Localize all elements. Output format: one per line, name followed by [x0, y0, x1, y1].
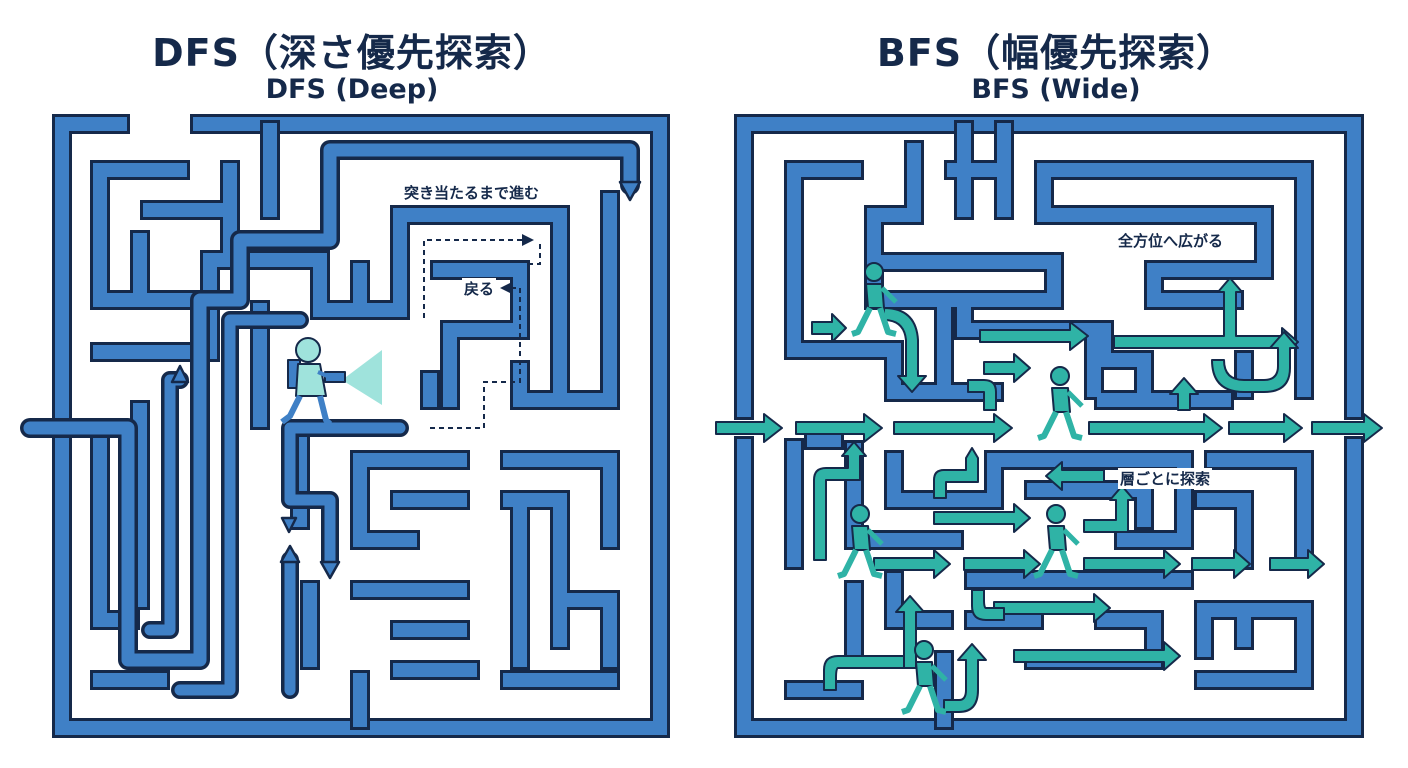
dfs-outer-walls: [52, 114, 670, 738]
dfs-arrow-up-bottom: [279, 544, 301, 564]
bfs-maze: [715, 114, 1383, 738]
bfs-annotation-spread: 全方位へ広がる: [1116, 230, 1226, 251]
dfs-backtrack-dashed: [423, 234, 541, 429]
dfs-arrowheads: [170, 180, 642, 580]
dfs-annotation-advance: 突き当たるまで進む: [402, 182, 542, 203]
dfs-inner-walls: [90, 120, 620, 730]
dfs-snake-paths: [20, 140, 640, 699]
dfs-annotation-back: 戻る: [462, 278, 497, 299]
dfs-arrow-down-middle: [319, 560, 341, 580]
bfs-title: BFS（幅優先探索）: [876, 31, 1236, 75]
dfs-arrow-up-left: [170, 364, 190, 384]
dfs-maze: [20, 114, 670, 738]
bfs-annotation-layer: 層ごとに探索: [1118, 468, 1213, 489]
bfs-panel: BFS（幅優先探索） BFS (Wide): [704, 0, 1408, 768]
bfs-outer-walls: [734, 114, 1364, 738]
dfs-arrow-small: [280, 516, 298, 534]
bfs-spread-arrows: [715, 277, 1383, 713]
walking-person-icon: [837, 262, 1084, 715]
dfs-title: DFS（深さ優先探索）: [152, 31, 552, 75]
bfs-subtitle: BFS (Wide): [971, 74, 1141, 105]
dfs-panel: DFS（深さ優先探索） DFS (Deep): [20, 31, 670, 738]
dfs-subtitle: DFS (Deep): [265, 74, 439, 105]
explorer-with-flashlight-icon: [280, 337, 382, 427]
dfs-arrow-down-top-right: [618, 180, 642, 202]
